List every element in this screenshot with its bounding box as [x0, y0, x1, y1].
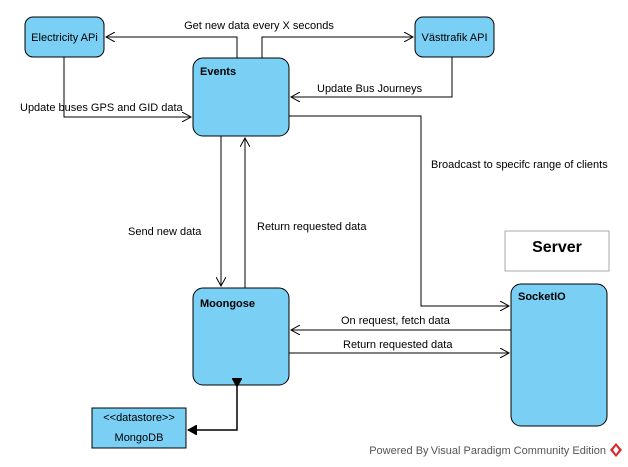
edge-update-buses-gps	[63, 57, 191, 117]
socketio-node[interactable]: SocketIO	[510, 283, 608, 427]
events-label: Events	[200, 66, 236, 78]
edge-label-update-buses-gps: Update buses GPS and GID data	[20, 102, 184, 114]
edge-broadcast	[289, 115, 509, 306]
edge-get-new-data-left	[106, 37, 238, 58]
electricity-api-node[interactable]: Electricity APi	[24, 16, 105, 58]
socketio-label: SocketIO	[518, 291, 566, 303]
mongodb-datastore-node[interactable]: <<datastore>> MongoDB	[91, 407, 187, 449]
edge-label-return-requested-1: Return requested data	[257, 221, 367, 233]
edge-label-on-request-fetch: On request, fetch data	[341, 315, 451, 327]
events-node[interactable]: Events	[192, 57, 290, 137]
electricity-api-label: Electricity APi	[31, 32, 98, 44]
edge-get-new-data-right	[261, 37, 413, 58]
moongose-label: Moongose	[200, 298, 255, 310]
edge-label-get-new-data: Get new data every X seconds	[184, 20, 334, 32]
server-label-box: Server	[504, 230, 610, 272]
vasttrafik-api-label: Västtrafik API	[421, 32, 487, 44]
edge-label-update-bus-journeys: Update Bus Journeys	[317, 83, 423, 95]
moongose-node[interactable]: Moongose	[192, 287, 290, 386]
edge-label-return-requested-2: Return requested data	[343, 339, 453, 351]
server-title: Server	[532, 239, 582, 256]
vasttrafik-api-node[interactable]: Västtrafik API	[414, 16, 495, 58]
mongodb-label: MongoDB	[115, 432, 164, 444]
edge-label-broadcast: Broadcast to specifc range of clients	[431, 159, 608, 171]
edge-update-bus-journeys	[291, 57, 453, 97]
footer-powered-by: Powered By Visual Paradigm Community Edi…	[369, 445, 606, 457]
datastore-stereotype: <<datastore>>	[103, 412, 175, 424]
edge-label-send-new-data: Send new data	[128, 226, 202, 238]
visual-paradigm-logo-icon	[610, 443, 622, 457]
edge-moongose-mongodb	[188, 387, 237, 430]
